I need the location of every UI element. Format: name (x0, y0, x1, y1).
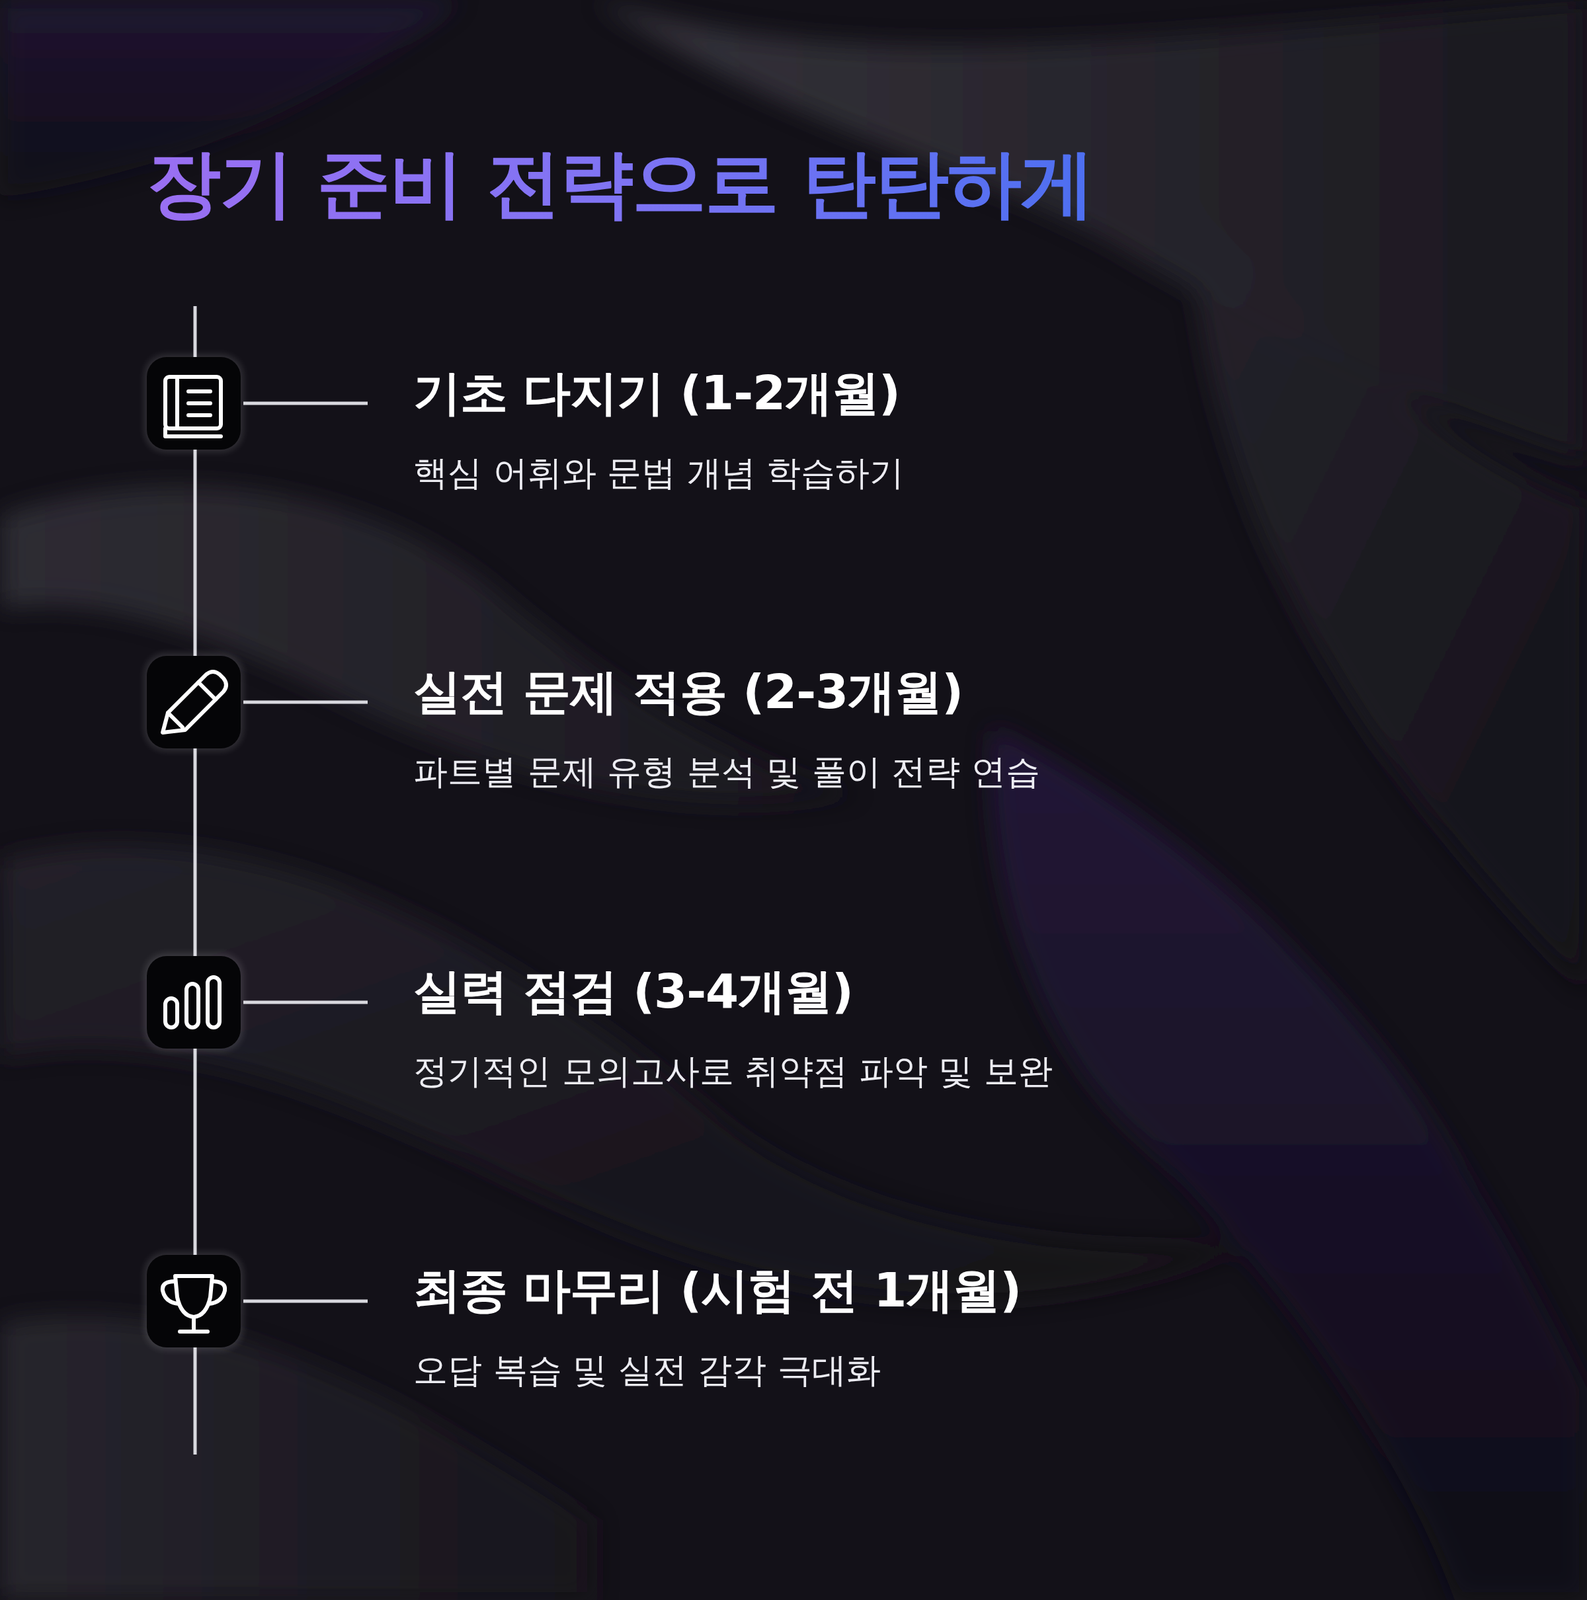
step-heading: 최종 마무리 (시험 전 1개월) (413, 1259, 1021, 1322)
step-description: 오답 복습 및 실전 감각 극대화 (413, 1348, 1021, 1394)
diagram-title: 장기 준비 전략으로 탄탄하게 (146, 135, 1094, 233)
bar-chart-icon (165, 977, 220, 1028)
timeline-step: 실전 문제 적용 (2-3개월) 파트별 문제 유형 분석 및 풀이 전략 연습 (413, 661, 1041, 795)
step-description: 핵심 어휘와 문법 개념 학습하기 (413, 450, 904, 496)
step-description: 파트별 문제 유형 분석 및 풀이 전략 연습 (413, 749, 1041, 795)
trophy-icon (162, 1276, 225, 1332)
book-icon (165, 376, 221, 437)
step-description: 정기적인 모의고사로 취약점 파악 및 보완 (413, 1049, 1053, 1095)
icon-tiles (144, 355, 243, 1350)
step-heading: 실전 문제 적용 (2-3개월) (413, 661, 1041, 724)
step-heading: 실력 점검 (3-4개월) (413, 960, 1053, 1023)
step-heading: 기초 다지기 (1-2개월) (413, 362, 904, 425)
connector-lines (243, 403, 368, 1302)
timeline-step: 실력 점검 (3-4개월) 정기적인 모의고사로 취약점 파악 및 보완 (413, 960, 1053, 1094)
timeline-step: 최종 마무리 (시험 전 1개월) 오답 복습 및 실전 감각 극대화 (413, 1259, 1021, 1393)
pencil-icon (162, 671, 227, 733)
timeline-step: 기초 다지기 (1-2개월) 핵심 어휘와 문법 개념 학습하기 (413, 362, 904, 496)
